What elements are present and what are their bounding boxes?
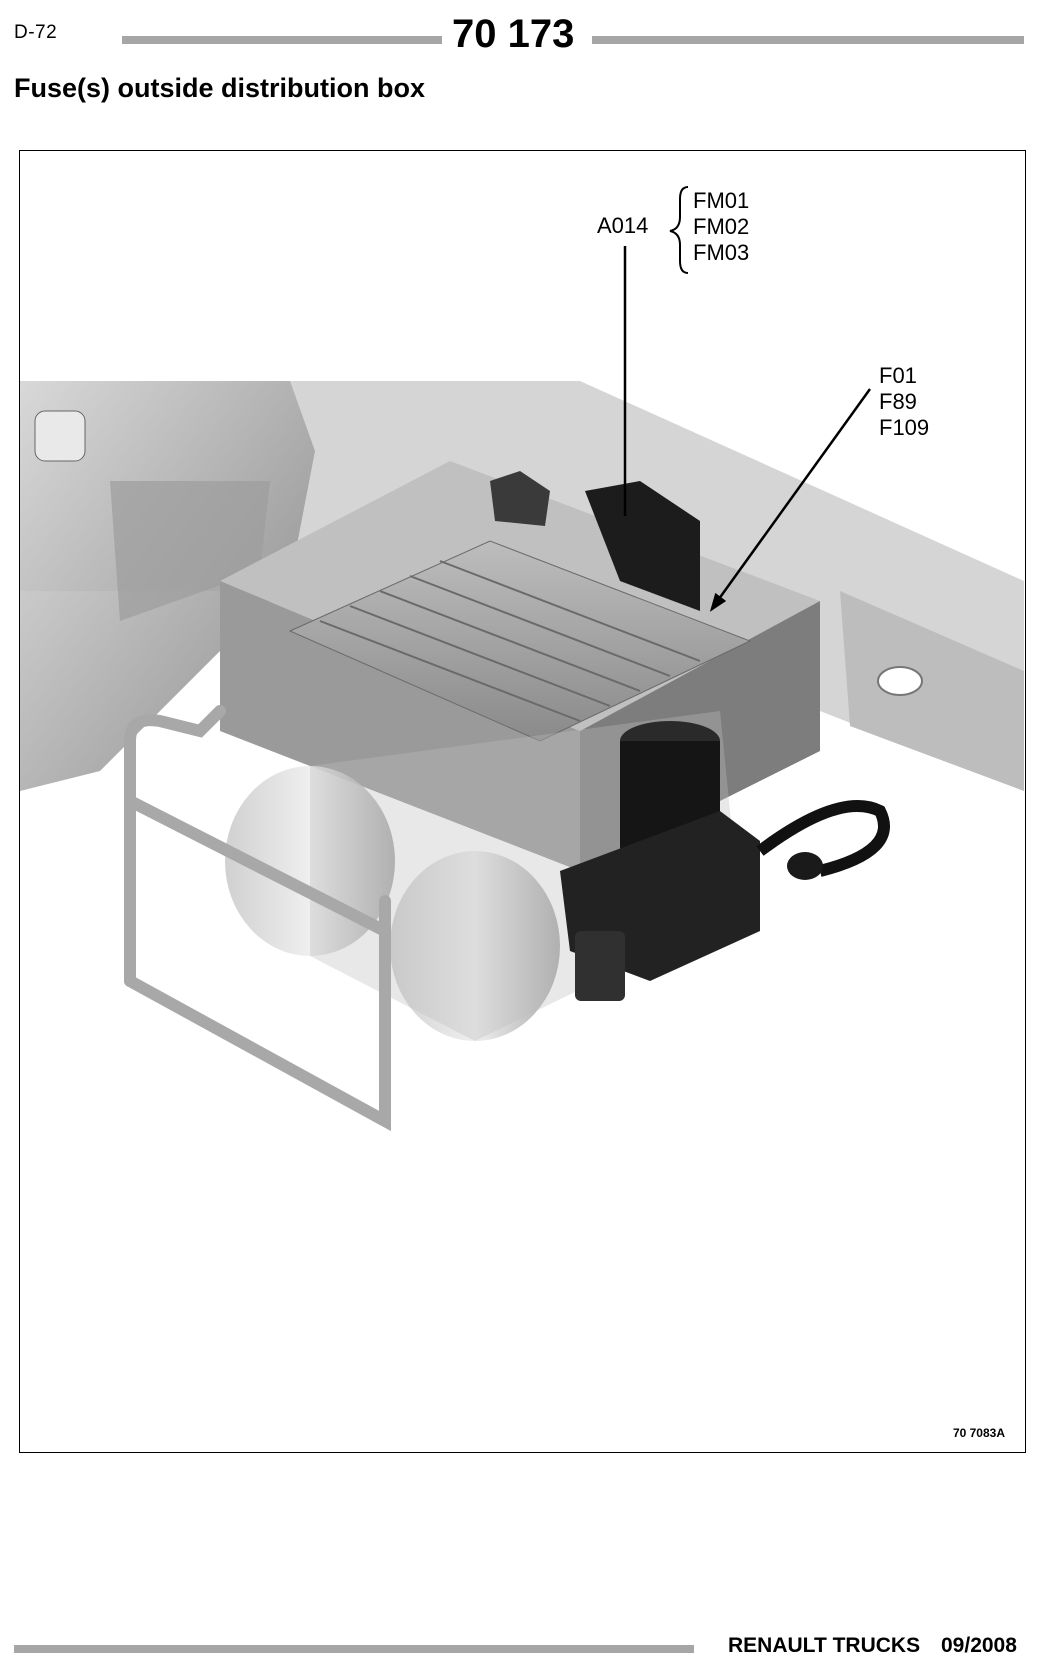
callout-f89: F89 xyxy=(879,389,917,414)
leader-lines xyxy=(623,186,872,612)
tank-assembly xyxy=(20,381,315,791)
footer-rule xyxy=(14,1645,694,1653)
header-rule-right xyxy=(592,36,1024,44)
callout-fm03: FM03 xyxy=(693,240,750,265)
callout-f01: F01 xyxy=(879,363,917,388)
dryer-unit xyxy=(560,721,890,1001)
callout-fm01: FM01 xyxy=(693,188,750,213)
callout-fm02: FM02 xyxy=(693,214,750,239)
callout-f109: F109 xyxy=(879,415,930,440)
technical-illustration: A014 FM01 FM02 FM03 F01 F89 F109 70 7083… xyxy=(19,150,1026,1453)
footer-date: 09/2008 xyxy=(941,1634,1017,1657)
footer-brand: RENAULT TRUCKS xyxy=(728,1634,921,1657)
figure-reference-code: 70 7083A xyxy=(952,1426,1005,1440)
document-number: 70 173 xyxy=(452,12,575,56)
section-title: Fuse(s) outside distribution box xyxy=(14,73,425,103)
header-rule-left xyxy=(122,36,442,44)
page-code: D-72 xyxy=(14,22,58,43)
callout-a014: A014 xyxy=(597,213,649,238)
chassis-illustration-svg xyxy=(20,186,1024,1132)
guard-frame xyxy=(124,705,391,1132)
